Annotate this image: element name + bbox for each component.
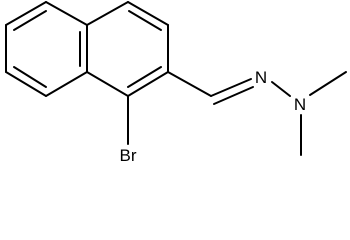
bond-n-n xyxy=(271,81,291,97)
bond-ch-n-1 xyxy=(210,78,252,97)
naphthalene-right-ring xyxy=(86,1,169,97)
double-bond-left-side xyxy=(13,66,47,88)
molecule-structure: Br N N xyxy=(5,1,347,165)
bond-left-ring-4 xyxy=(5,71,47,97)
bond-left-ring-1 xyxy=(45,1,88,26)
double-bond-right-bottom xyxy=(127,66,162,88)
naphthalene-left-ring xyxy=(5,1,88,97)
atom-label-imine-nitrogen: N xyxy=(255,68,267,87)
bond-ch-n-2 xyxy=(213,86,254,105)
bond-ring-to-ch xyxy=(167,71,212,97)
double-bond-left-top xyxy=(13,10,47,31)
bond-left-ring-6 xyxy=(5,1,47,26)
bond-right-ring-1 xyxy=(86,1,129,26)
atom-label-bromine: Br xyxy=(120,146,137,165)
bond-n-methyl-right xyxy=(309,71,347,96)
bond-right-ring-5 xyxy=(86,71,129,97)
bond-right-ring-4 xyxy=(127,71,169,97)
atom-label-amine-nitrogen: N xyxy=(294,95,306,114)
bond-right-ring-2 xyxy=(127,1,169,26)
double-bond-right-top xyxy=(128,10,162,31)
bond-left-ring-3 xyxy=(45,71,88,97)
